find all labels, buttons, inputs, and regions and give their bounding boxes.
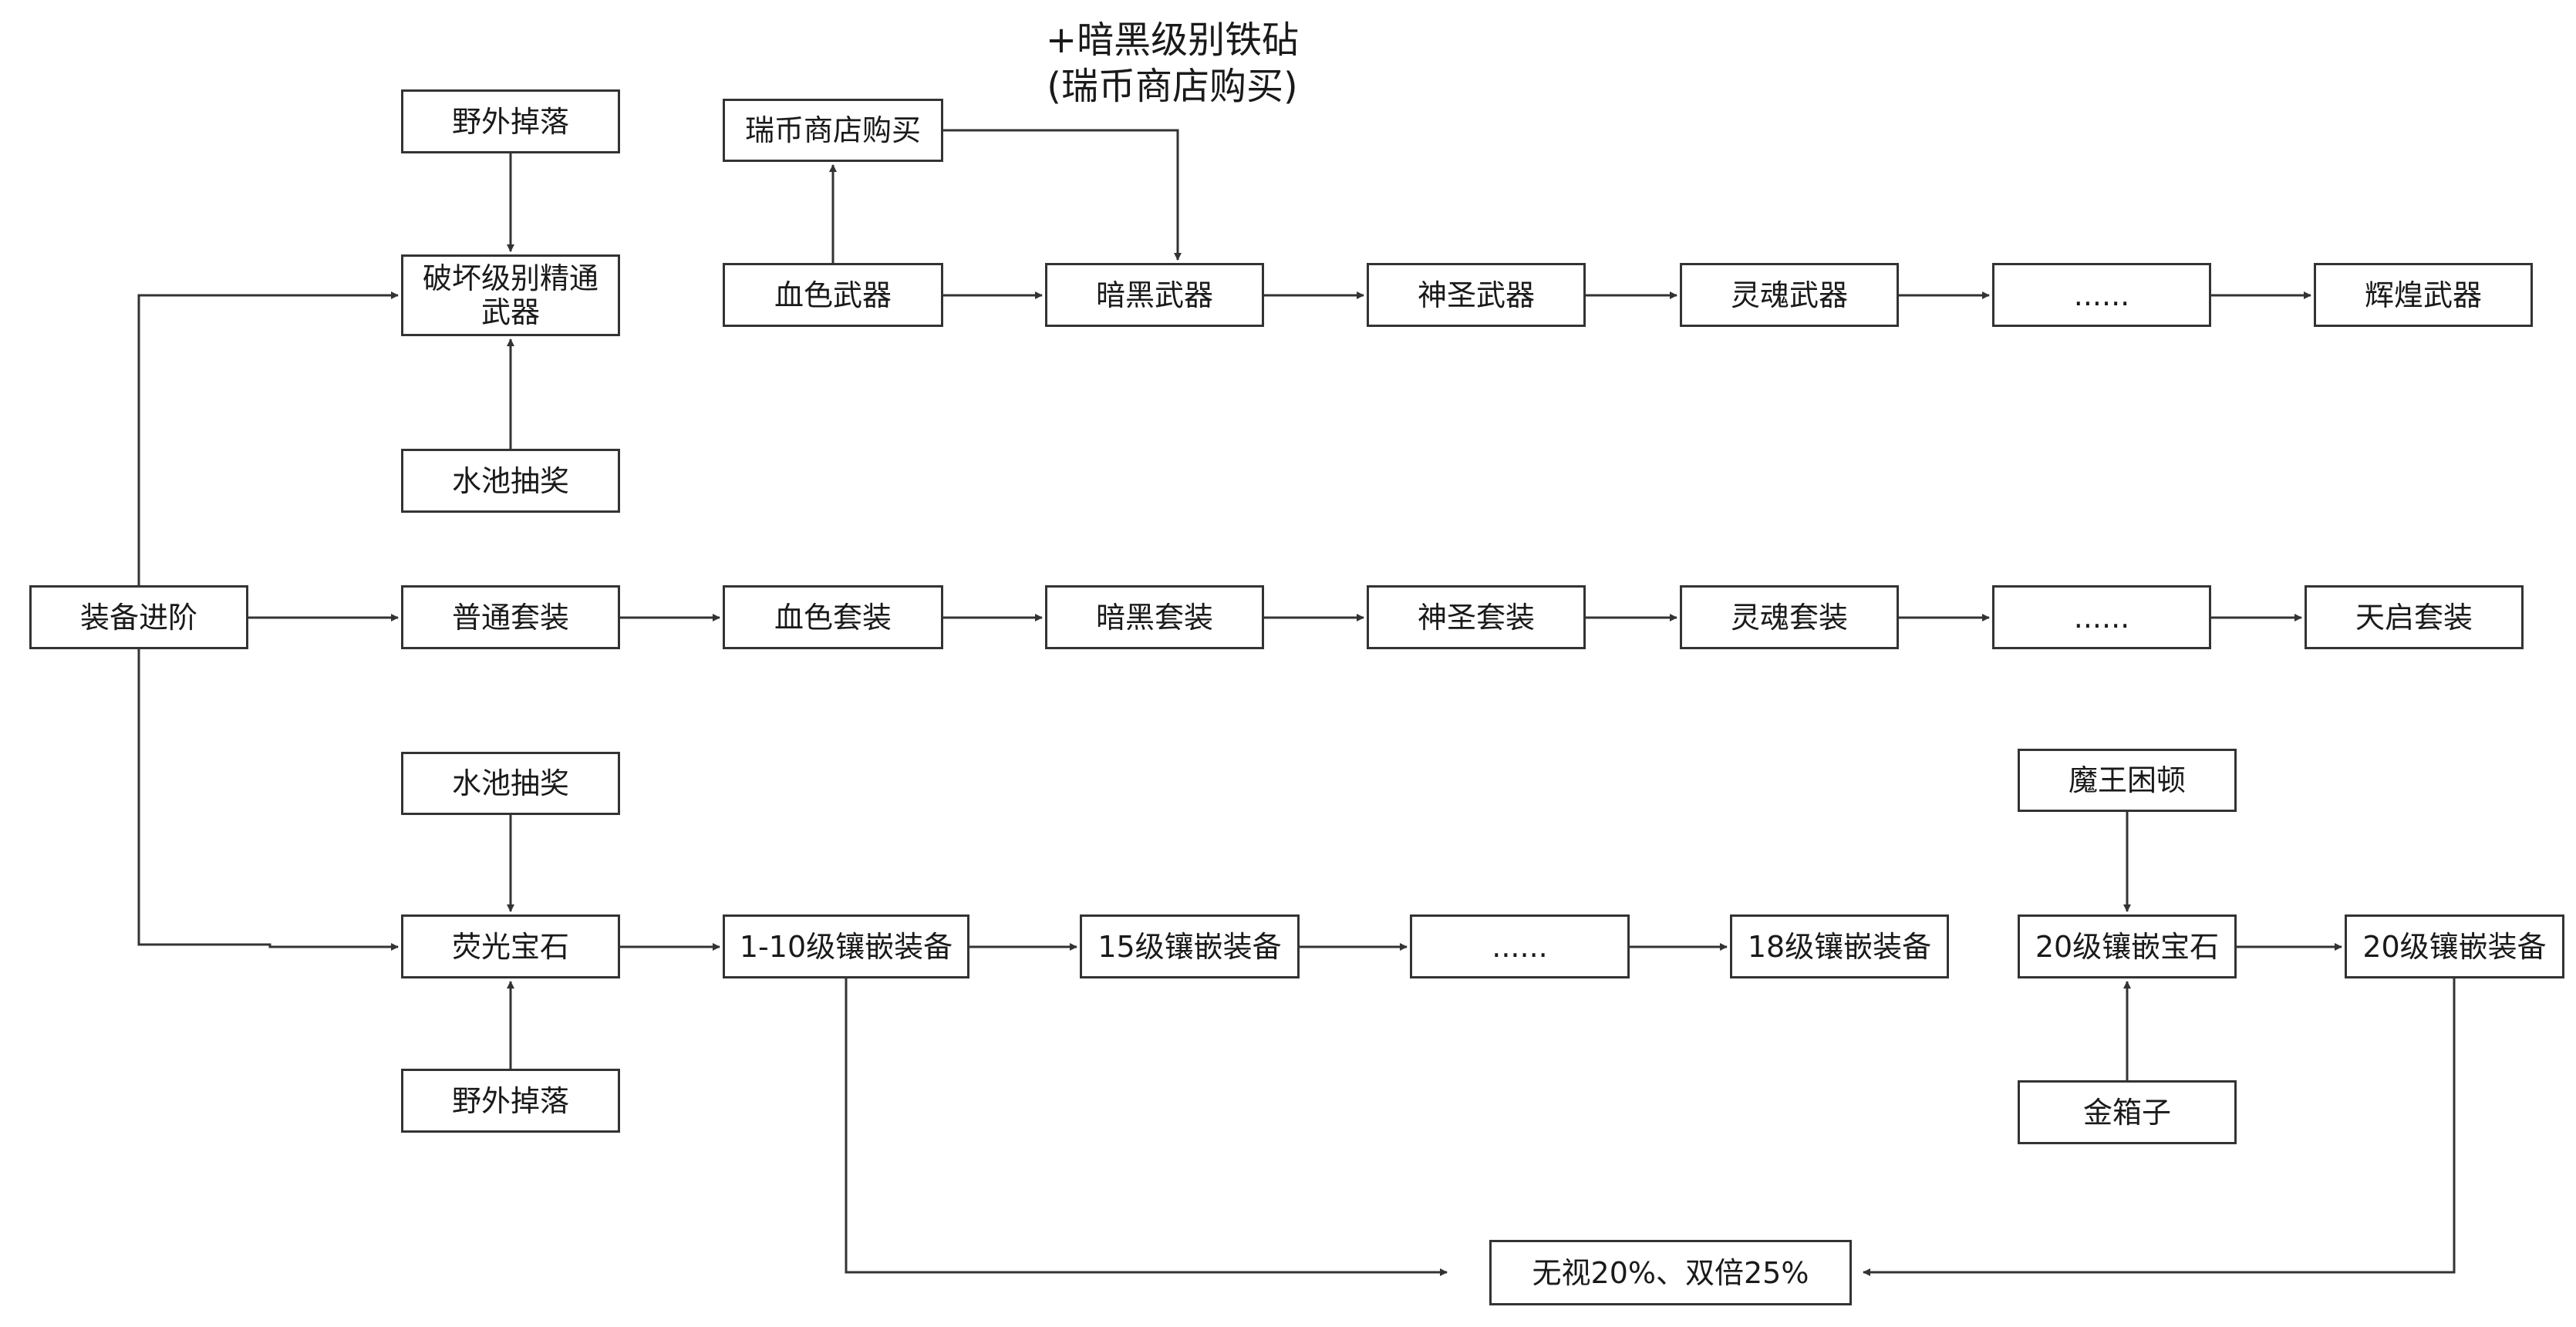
node-blood-weapon: 血色武器 xyxy=(723,263,943,327)
anvil-annotation: +暗黑级别铁砧 (瑞币商店购买) xyxy=(956,17,1388,109)
node-equipment-advance: 装备进阶 xyxy=(29,585,248,649)
node-inlay-1-10: 1-10级镶嵌装备 xyxy=(723,914,969,978)
node-gem-20: 20级镶嵌宝石 xyxy=(2018,914,2237,978)
node-brilliant-weapon: 辉煌武器 xyxy=(2314,263,2533,327)
node-apocalypse-set: 天启套装 xyxy=(2305,585,2524,649)
node-inlay-15: 15级镶嵌装备 xyxy=(1080,914,1300,978)
node-pool-draw-bottom: 水池抽奖 xyxy=(401,752,620,815)
node-holy-weapon: 神圣武器 xyxy=(1367,263,1586,327)
node-fluorescent-gem: 荧光宝石 xyxy=(401,914,620,978)
edge-root-to-gem xyxy=(137,649,399,951)
node-dark-set: 暗黑套装 xyxy=(1045,585,1264,649)
node-break-level-weapon: 破坏级别精通 武器 xyxy=(401,254,620,336)
node-inlay-20: 20级镶嵌装备 xyxy=(2345,914,2564,978)
node-inlay-18: 18级镶嵌装备 xyxy=(1730,914,1949,978)
edge-shop-to-dark xyxy=(943,129,1182,261)
node-weapon-ellipsis: ...... xyxy=(1992,263,2211,327)
edge-inlay20-to-ignore xyxy=(1863,978,2456,1276)
node-set-ellipsis: ...... xyxy=(1992,585,2211,649)
anvil-annotation-line1: +暗黑级别铁砧 xyxy=(1045,19,1300,62)
node-demon-king: 魔王困顿 xyxy=(2018,749,2237,812)
anvil-annotation-line2: (瑞币商店购买) xyxy=(1047,65,1298,108)
node-inlay-ellipsis: ...... xyxy=(1410,914,1630,978)
node-holy-set: 神圣套装 xyxy=(1367,585,1586,649)
node-ignore-double: 无视20%、双倍25% xyxy=(1489,1240,1852,1305)
node-soul-weapon: 灵魂武器 xyxy=(1680,263,1899,327)
node-wild-drop-top: 野外掉落 xyxy=(401,89,620,153)
edge-root-to-break xyxy=(137,291,399,585)
node-pool-draw-top: 水池抽奖 xyxy=(401,449,620,513)
node-wild-drop-bottom: 野外掉落 xyxy=(401,1069,620,1133)
node-dark-weapon: 暗黑武器 xyxy=(1045,263,1264,327)
node-soul-set: 灵魂套装 xyxy=(1680,585,1899,649)
edge-inlay110-to-ignore xyxy=(845,978,1448,1276)
node-blood-set: 血色套装 xyxy=(723,585,943,649)
node-normal-set: 普通套装 xyxy=(401,585,620,649)
node-ruibi-shop: 瑞币商店购买 xyxy=(723,99,943,162)
node-gold-box: 金箱子 xyxy=(2018,1080,2237,1144)
